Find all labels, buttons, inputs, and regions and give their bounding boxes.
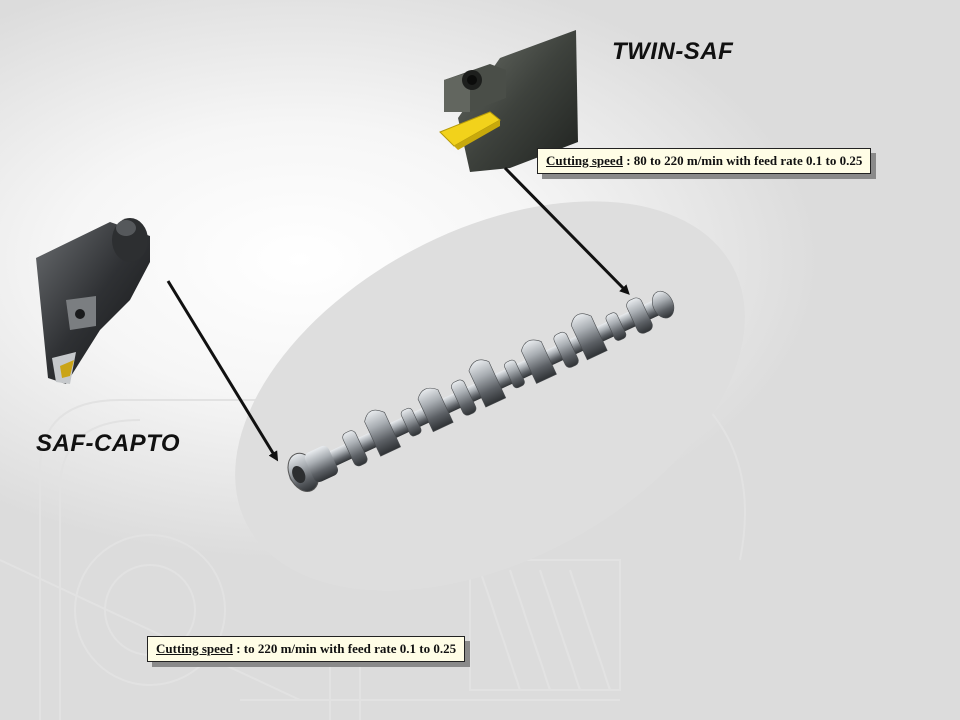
saf-capto-arrow	[166, 280, 279, 462]
saf-capto-tool-image	[36, 218, 150, 384]
twin-saf-title: TWIN-SAF	[612, 38, 734, 65]
saf-capto-speed-box: Cutting speed : to 220 m/min with feed r…	[147, 636, 466, 662]
twin-saf-speed-text: : 80 to 220 m/min with feed rate 0.1 to …	[622, 153, 863, 168]
saf-capto-speed-text: : to 220 m/min with feed rate 0.1 to 0.2…	[232, 641, 457, 656]
saf-capto-title: SAF-CAPTO	[36, 430, 181, 457]
camshaft-image	[287, 290, 675, 492]
twin-saf-arrow	[503, 166, 630, 295]
twin-saf-tool-image	[439, 30, 578, 172]
twin-saf-speed-label: Cutting speed	[546, 153, 623, 168]
saf-capto-speed-label: Cutting speed	[156, 641, 233, 656]
twin-saf-speed-box: Cutting speed : 80 to 220 m/min with fee…	[537, 148, 872, 174]
